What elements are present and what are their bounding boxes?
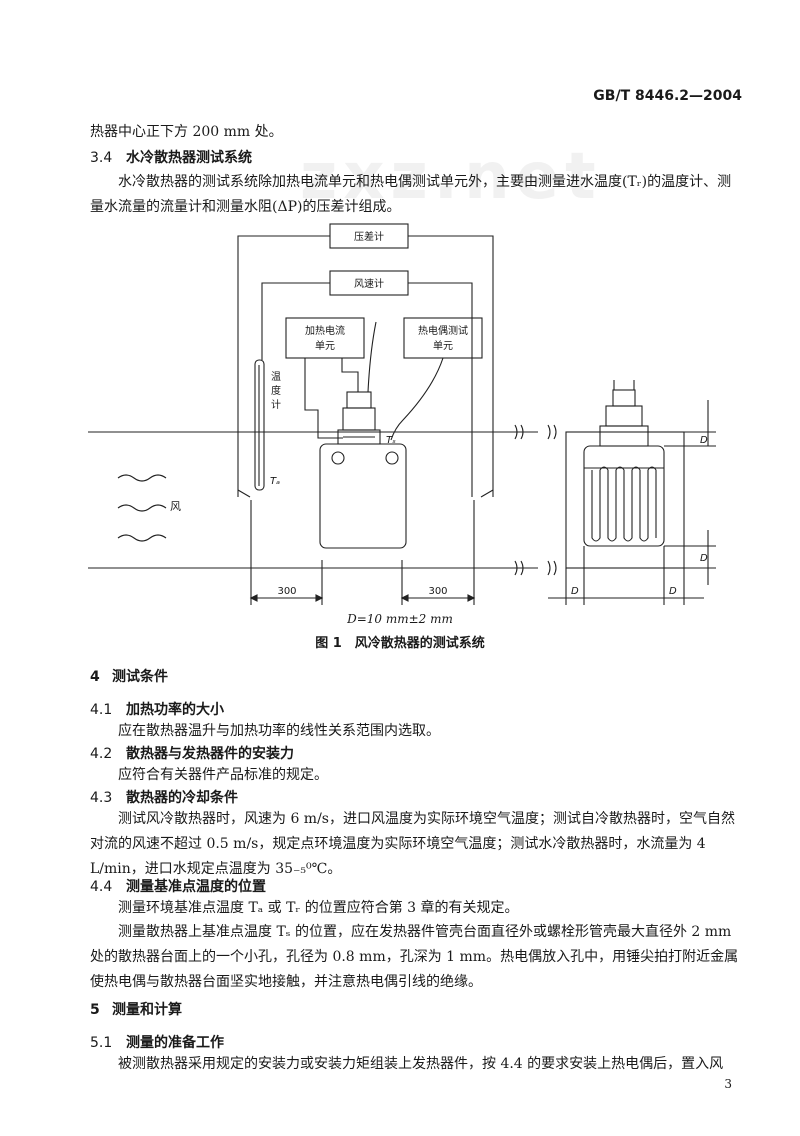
dim-right-label: 300 [428,586,447,597]
figure-caption: 图 1 风冷散热器的测试系统 [315,636,485,651]
dim-d-bottom-label: D [700,553,708,564]
ts-label: Tₛ [386,435,396,446]
heading-number: 4.2 [90,746,113,762]
heading-number: 4.3 [90,790,113,806]
thermometer-label-2: 度 [271,384,281,397]
heading-3-4: 3.4 水冷散热器测试系统 [90,147,252,167]
paragraph-4-4-a: 测量环境基准点温度 Tₐ 或 Tᵣ 的位置应符合第 3 章的有关规定。 [118,900,519,916]
intro-line: 热器中心正下方 200 mm 处。 [90,124,283,140]
heading-title: 加热功率的大小 [126,702,224,718]
paragraph-4-4-b: 测量散热器上基准点温度 Tₛ 的位置，应在发热器件管壳台面直径外或螺栓形管壳最大… [90,924,739,990]
paragraph-3-4: 水冷散热器的测试系统除加热电流单元和热电偶测试单元外，主要由测量进水温度(Tᵣ)… [90,174,732,215]
dim-d-left-label: D [571,586,579,597]
heating-unit-label-2: 单元 [315,340,335,352]
standard-number: GB/T 8446.2—2004 [593,88,742,104]
heading-title: 测试条件 [112,669,168,685]
watermark: zxz.net [300,140,602,214]
heading-5-1: 5.1 测量的准备工作 [90,1032,224,1052]
pressure-gauge-label: 压差计 [354,230,384,243]
paragraph-4-3: 测试风冷散热器时，风速为 6 m/s，进口风温度为实际环境空气温度；测试自冷散热… [90,811,735,877]
heading-number: 4 [90,669,100,685]
heating-unit-label-1: 加热电流 [305,324,345,337]
thermocouple-unit-label-1: 热电偶测试 [418,324,468,337]
heading-number: 3.4 [90,150,113,166]
dim-left-label: 300 [277,586,296,597]
heading-4-4: 4.4 测量基准点温度的位置 [90,876,266,896]
figure-1-diagram: 压差计 风速计 加热电流 单元 热电偶测试 单元 温 度 计 Tₐ Tₛ 风 3… [88,223,716,605]
heading-title: 测量和计算 [112,1002,182,1018]
heading-title: 散热器与发热器件的安装力 [126,746,294,762]
heading-number: 4.1 [90,702,113,718]
anemometer-box [329,270,409,296]
heading-title: 测量的准备工作 [126,1035,224,1051]
paragraph-5-1: 被测散热器采用规定的安装力或安装力矩组装上发热器件，按 4.4 的要求安装上热电… [118,1056,724,1072]
heading-5: 5 测量和计算 [90,999,182,1019]
page-number: 3 [724,1077,732,1091]
figure-formula: D=10 mm±2 mm [347,612,453,626]
anemometer-label: 风速计 [354,277,384,290]
paragraph-4-1: 应在散热器温升与加热功率的线性关系范围内选取。 [118,723,440,739]
heading-4: 4 测试条件 [90,666,168,686]
pressure-gauge-box [329,223,409,249]
wind-label: 风 [170,500,181,513]
heading-4-1: 4.1 加热功率的大小 [90,699,224,719]
heading-number: 5.1 [90,1035,113,1051]
thermometer-label-1: 温 [271,371,281,383]
heading-title: 测量基准点温度的位置 [126,879,266,895]
heading-number: 5 [90,1002,100,1018]
heading-number: 4.4 [90,879,113,895]
paragraph-4-2: 应符合有关器件产品标准的规定。 [118,767,328,783]
heading-4-2: 4.2 散热器与发热器件的安装力 [90,743,294,763]
thermometer-label-3: 计 [271,398,281,411]
ta-label: Tₐ [270,476,280,487]
heading-title: 散热器的冷却条件 [126,790,238,806]
heading-title: 水冷散热器测试系统 [126,150,252,166]
dim-d-right-label: D [669,586,677,597]
heading-4-3: 4.3 散热器的冷却条件 [90,787,238,807]
dim-d-top-label: D [700,435,708,446]
thermocouple-unit-label-2: 单元 [433,340,453,352]
